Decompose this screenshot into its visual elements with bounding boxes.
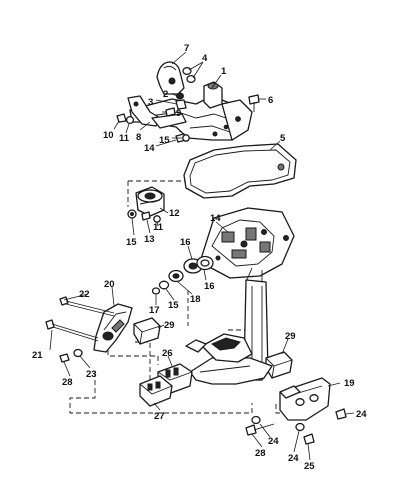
block-29-left	[133, 317, 161, 345]
callout-28-center: 28	[255, 448, 266, 459]
callout-24-center: 24	[268, 436, 279, 447]
pulley-12	[127, 186, 165, 223]
callout-25-bottom: 25	[304, 461, 315, 472]
screw-13	[141, 211, 151, 221]
mount-bracket-20	[279, 377, 331, 421]
callout-16-lower: 16	[180, 237, 191, 248]
callout-19: 18	[190, 294, 201, 305]
callout-14-lower: 14	[210, 213, 221, 224]
callout-1: 1	[221, 66, 227, 77]
washer-15b	[158, 280, 170, 290]
throttle-bracket	[127, 95, 253, 141]
callout-27: 27	[154, 411, 165, 422]
lower-hardware	[245, 408, 347, 445]
callout-2: 2	[163, 89, 168, 100]
callout-16-upper: 15	[126, 237, 137, 248]
washer-24c	[295, 422, 305, 432]
callout-12: 12	[169, 208, 180, 219]
bolt-head-23	[59, 296, 69, 306]
callout-17: 16	[204, 281, 215, 292]
callout-3: 3	[148, 97, 153, 108]
shift-bracket-21	[93, 303, 133, 353]
callout-13: 13	[144, 234, 155, 245]
spacer-4a	[182, 66, 192, 76]
screw-28b	[245, 424, 257, 436]
callout-8: 8	[136, 132, 141, 143]
screw-6	[248, 94, 260, 105]
washer-18	[151, 287, 161, 295]
washer-11	[125, 115, 135, 125]
callout-24-left: 23	[86, 369, 97, 380]
callout-9: 9	[176, 108, 181, 119]
callout-23: 22	[79, 289, 90, 300]
callout-14-upper: 14	[144, 143, 155, 154]
callout-18: 17	[149, 305, 160, 316]
switch-27	[139, 375, 173, 407]
washer-24	[73, 348, 83, 358]
screw-10	[116, 113, 127, 123]
clip-3	[175, 99, 187, 110]
bolts-lower	[45, 296, 115, 363]
throttle-cam	[156, 61, 185, 95]
callout-5: 5	[280, 133, 286, 144]
callout-24-right: 24	[288, 453, 299, 464]
nut-25b	[303, 433, 315, 445]
callout-21: 20	[104, 279, 115, 290]
callout-11-lower: 11	[153, 222, 164, 233]
callout-15-lower: 15	[168, 300, 179, 311]
callout-15-upper: 15	[159, 135, 170, 146]
upper-hardware	[116, 66, 260, 143]
washer-15	[182, 134, 190, 142]
callout-26: 26	[162, 348, 173, 359]
washer-stack	[151, 255, 214, 295]
callout-11-upper: 11	[119, 133, 130, 144]
callout-28-left: 28	[62, 377, 73, 388]
callout-20: 19	[344, 378, 355, 389]
washer-24b	[251, 415, 261, 425]
gasket	[183, 143, 297, 199]
block-29-right	[265, 351, 293, 379]
leader-lines	[49, 51, 355, 461]
callout-22: 21	[32, 350, 43, 361]
callout-25-right: 24	[356, 409, 367, 420]
callout-29-right: 29	[285, 331, 296, 342]
washer-9	[165, 107, 176, 117]
callout-10: 10	[103, 130, 114, 141]
callout-labels: 7 4 1 2 3 9 6 10 11 8 15 14 5 12 11 13 1…	[32, 43, 367, 472]
callout-6: 6	[268, 95, 273, 106]
nut-25a	[335, 408, 347, 420]
nut-2	[176, 92, 184, 100]
screw-28	[59, 353, 70, 363]
callout-7: 7	[184, 43, 189, 54]
callout-4: 4	[202, 53, 208, 64]
callout-29-left: 29	[164, 320, 175, 331]
shift-lever	[185, 333, 273, 385]
